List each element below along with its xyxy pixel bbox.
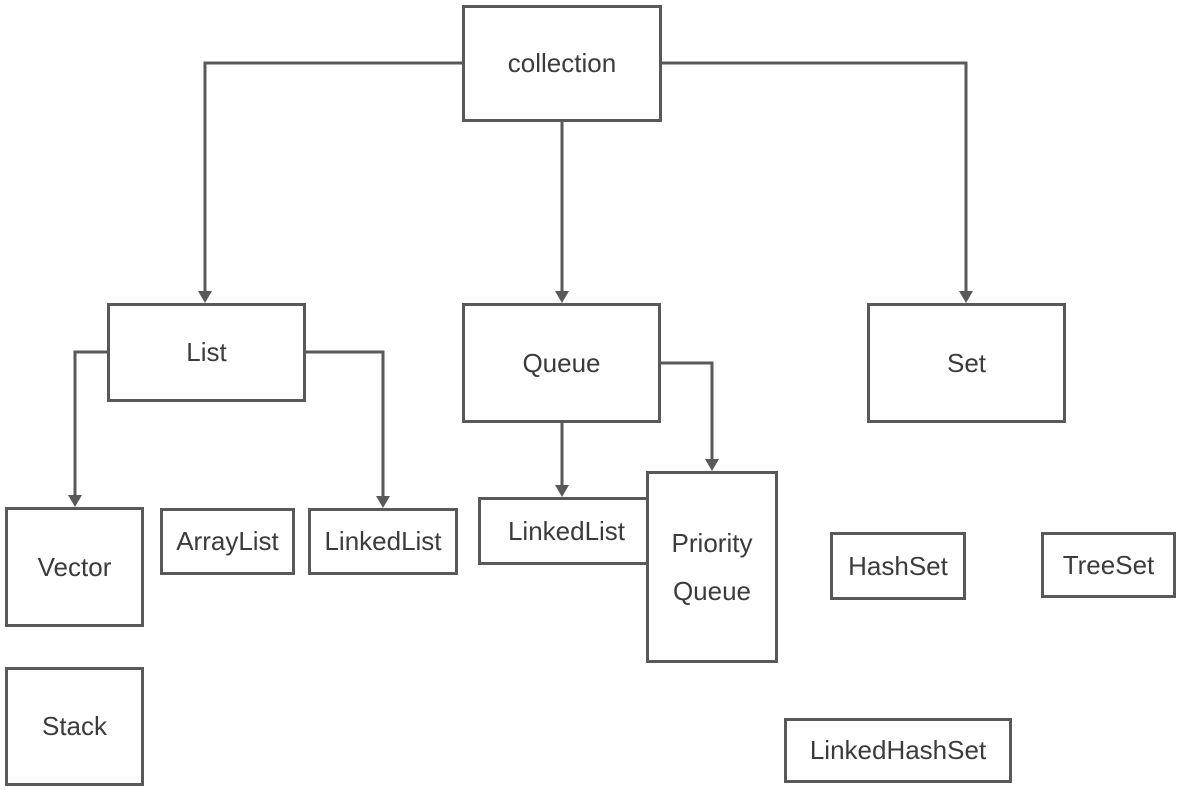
node-stack-label: Stack bbox=[41, 711, 108, 742]
node-priority-queue-label: Priority Queue bbox=[671, 527, 753, 606]
edge-list-vector bbox=[68, 350, 107, 507]
node-list[interactable]: List bbox=[107, 303, 306, 402]
node-linkedlist-under-list[interactable]: LinkedList bbox=[308, 508, 458, 575]
node-linkedhashset[interactable]: LinkedHashSet bbox=[784, 718, 1012, 783]
node-stack[interactable]: Stack bbox=[5, 667, 144, 786]
edge-list-linkedlist bbox=[306, 350, 390, 508]
node-vector-label: Vector bbox=[37, 551, 112, 582]
edge-collection-list bbox=[198, 61, 462, 303]
edge-queue-priorityqueue bbox=[661, 361, 719, 471]
node-arraylist-label: ArrayList bbox=[176, 526, 279, 557]
node-list-label: List bbox=[186, 337, 227, 368]
node-arraylist[interactable]: ArrayList bbox=[160, 508, 295, 575]
node-linkedlist-under-queue-label: LinkedList bbox=[507, 515, 626, 546]
node-treeset[interactable]: TreeSet bbox=[1041, 532, 1176, 598]
edge-collection-set bbox=[662, 61, 973, 303]
node-priority-queue[interactable]: Priority Queue bbox=[646, 471, 778, 663]
node-collection-label: collection bbox=[507, 48, 617, 79]
node-linkedhashset-label: LinkedHashSet bbox=[809, 735, 987, 766]
node-collection[interactable]: collection bbox=[462, 5, 662, 122]
node-linkedlist-under-queue[interactable]: LinkedList bbox=[478, 497, 655, 565]
node-queue[interactable]: Queue bbox=[462, 303, 661, 423]
node-vector[interactable]: Vector bbox=[5, 507, 144, 627]
node-treeset-label: TreeSet bbox=[1062, 549, 1155, 580]
edge-queue-linkedlist bbox=[555, 423, 569, 497]
node-linkedlist-under-list-label: LinkedList bbox=[324, 526, 442, 557]
node-set[interactable]: Set bbox=[867, 303, 1066, 423]
edge-collection-queue bbox=[555, 122, 569, 303]
node-hashset-label: HashSet bbox=[848, 550, 948, 581]
node-set-label: Set bbox=[946, 347, 987, 378]
node-hashset[interactable]: HashSet bbox=[830, 532, 966, 600]
node-queue-label: Queue bbox=[522, 347, 601, 378]
